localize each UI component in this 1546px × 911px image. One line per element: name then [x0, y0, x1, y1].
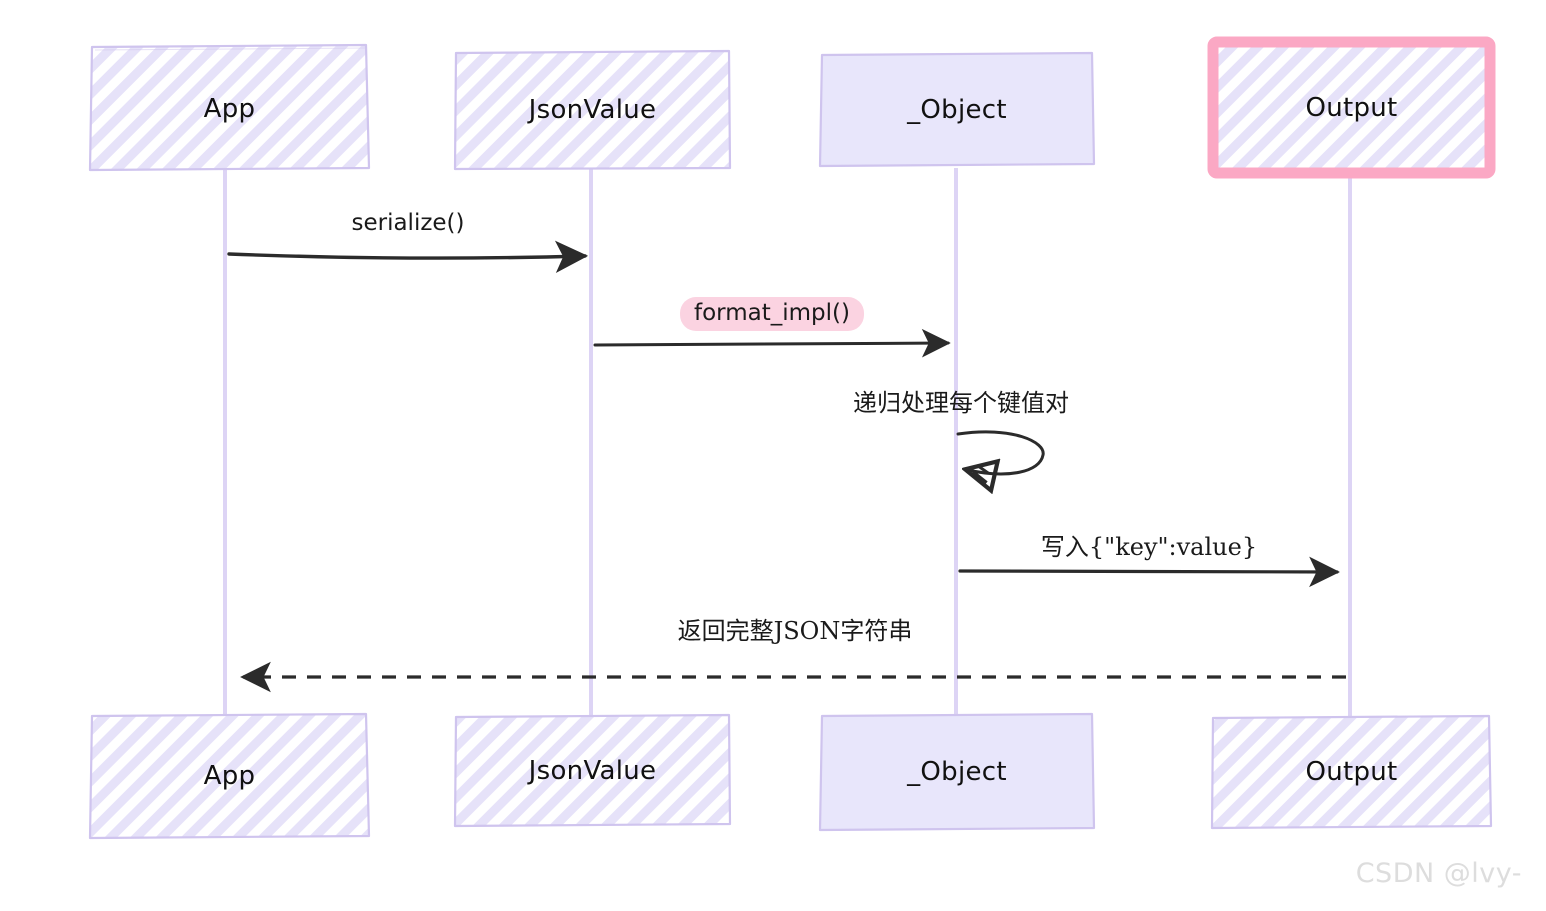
message-label-serialize: serialize() — [351, 210, 465, 236]
participant-box-app-top[interactable] — [88, 43, 371, 172]
participant-box-output-top[interactable] — [1207, 36, 1496, 179]
participant-box-object-top[interactable] — [818, 51, 1096, 168]
participant-boxes-top — [88, 36, 1496, 179]
participant-boxes-bottom — [88, 712, 1493, 840]
participant-box-jsonvalue-top[interactable] — [453, 49, 732, 171]
participant-box-output-bottom[interactable] — [1210, 714, 1493, 830]
csdn-watermark: CSDN @lvy- — [1355, 858, 1522, 889]
lifelines — [223, 168, 1352, 718]
message-arrow-self-loop[interactable] — [956, 430, 1045, 474]
message-arrow-format-impl[interactable] — [593, 328, 951, 358]
message-arrows — [227, 240, 1346, 693]
message-label-self-loop: 递归处理每个键值对 — [853, 389, 1069, 417]
participant-box-app-bottom[interactable] — [88, 712, 371, 840]
participant-box-jsonvalue-bottom[interactable] — [453, 713, 732, 828]
message-arrow-serialize[interactable] — [227, 240, 589, 274]
message-arrow-write[interactable] — [958, 556, 1340, 588]
participant-box-object-bottom[interactable] — [818, 712, 1096, 832]
message-label-return: 返回完整JSON字符串 — [677, 617, 913, 645]
message-label-format-impl: format_impl() — [680, 297, 864, 331]
message-label-write: 写入{"key":value} — [1040, 533, 1258, 561]
